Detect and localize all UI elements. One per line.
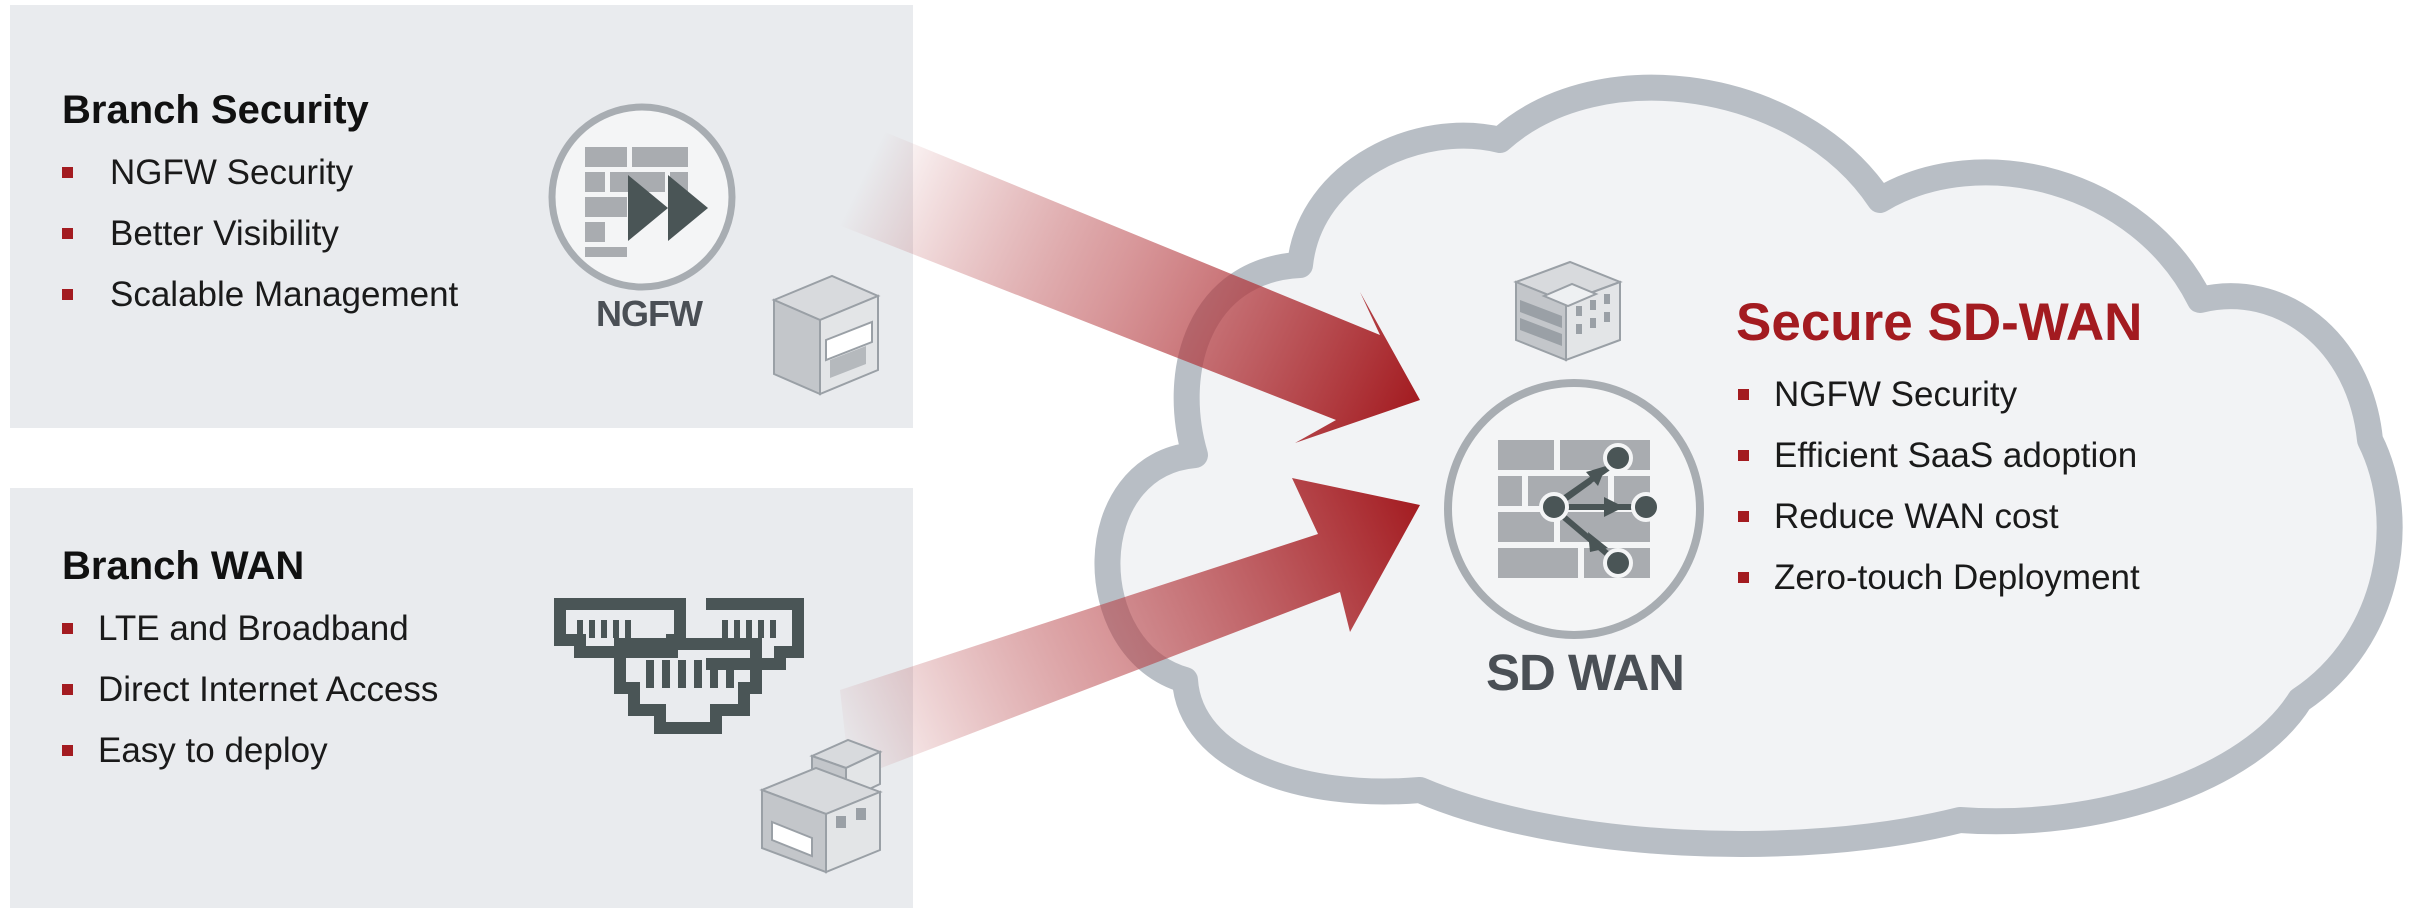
ethernet-pins — [577, 620, 776, 688]
cloud-shape — [1094, 74, 2403, 857]
arrow-security-to-sdwan — [836, 130, 1420, 443]
bullet-marker — [62, 684, 73, 695]
bullet-marker — [62, 289, 73, 300]
bullet-marker — [62, 228, 73, 239]
building-icon — [771, 274, 881, 396]
bullet-marker — [62, 623, 73, 634]
ngfw-label: NGFW — [596, 293, 703, 334]
sdwan-label: SD WAN — [1486, 644, 1685, 701]
arrow-wan-to-sdwan — [840, 478, 1420, 780]
house-icon — [759, 738, 883, 874]
bullet-marker — [1738, 389, 1749, 400]
bullet-marker — [1738, 450, 1749, 461]
firewall-icon — [548, 103, 736, 291]
secure-sdwan-title: Secure SD-WAN — [1736, 293, 2143, 352]
bullet-marker — [62, 167, 73, 178]
sdwan-hub-icon — [1444, 379, 1704, 639]
branch-security-panel — [10, 5, 913, 428]
ethernet-ports-icon — [554, 598, 804, 734]
bullet-marker — [1738, 572, 1749, 583]
branch-wan-title: Branch WAN — [62, 544, 305, 588]
office-building-icon — [1513, 260, 1623, 362]
bullet-marker — [1738, 511, 1749, 522]
branch-security-title: Branch Security — [62, 88, 369, 132]
bullet-marker — [62, 745, 73, 756]
